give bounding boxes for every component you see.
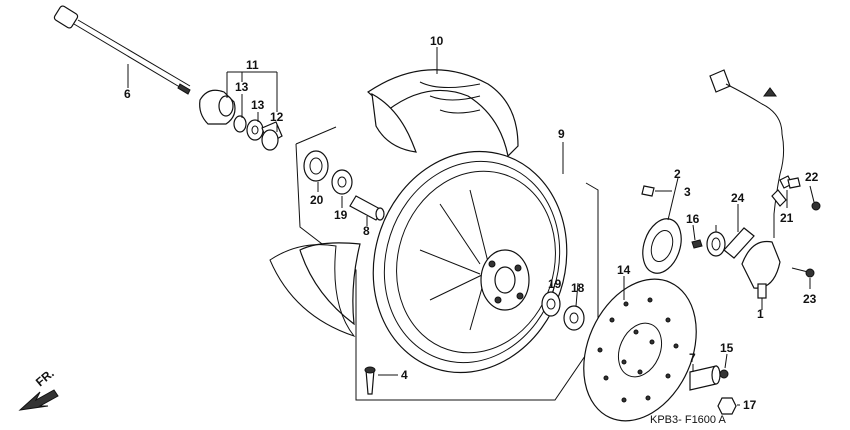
callout-11: 11 xyxy=(246,58,259,72)
callout-8: 8 xyxy=(363,224,370,238)
callout-labels: 1 2 3 4 6 7 8 9 10 11 12 13 13 14 15 16 … xyxy=(33,34,819,426)
front-direction-arrow xyxy=(18,389,59,411)
callout-17: 17 xyxy=(743,398,757,412)
callout-22: 22 xyxy=(805,170,819,184)
front-tire xyxy=(269,69,519,338)
bearings-and-spacer xyxy=(303,150,585,331)
leader-lines xyxy=(127,47,815,406)
callout-2: 2 xyxy=(674,167,681,181)
callout-21: 21 xyxy=(780,211,794,225)
callout-18: 18 xyxy=(571,281,585,295)
callout-6: 6 xyxy=(124,87,131,101)
callout-9: 9 xyxy=(558,127,565,141)
callout-20: 20 xyxy=(310,193,324,207)
small-hardware xyxy=(641,185,755,259)
callout-15: 15 xyxy=(720,341,734,355)
callout-7: 7 xyxy=(689,351,696,365)
callout-1: 1 xyxy=(757,307,764,321)
direction-label: FR. xyxy=(33,366,57,389)
callout-19-left: 19 xyxy=(334,208,348,222)
callout-19-right: 19 xyxy=(548,277,562,291)
front-axle xyxy=(53,5,191,95)
wheel-rim xyxy=(372,150,568,374)
callout-13-lower: 13 xyxy=(251,98,265,112)
callout-3: 3 xyxy=(684,185,691,199)
callout-16: 16 xyxy=(686,212,700,226)
tire-valve xyxy=(364,366,376,395)
assembly-outline xyxy=(295,126,599,401)
callout-24: 24 xyxy=(731,191,745,205)
diagram-code: KPB3- F1600 A xyxy=(650,414,726,426)
callout-10: 10 xyxy=(430,34,444,48)
brake-disc xyxy=(583,278,697,422)
speed-sensor xyxy=(709,69,793,299)
callout-12: 12 xyxy=(270,110,284,124)
callout-14: 14 xyxy=(617,263,631,277)
callout-13-upper: 13 xyxy=(235,80,249,94)
bolts xyxy=(689,177,821,415)
callout-4: 4 xyxy=(401,368,408,382)
pulser-ring xyxy=(642,218,682,274)
callout-23: 23 xyxy=(803,292,817,306)
